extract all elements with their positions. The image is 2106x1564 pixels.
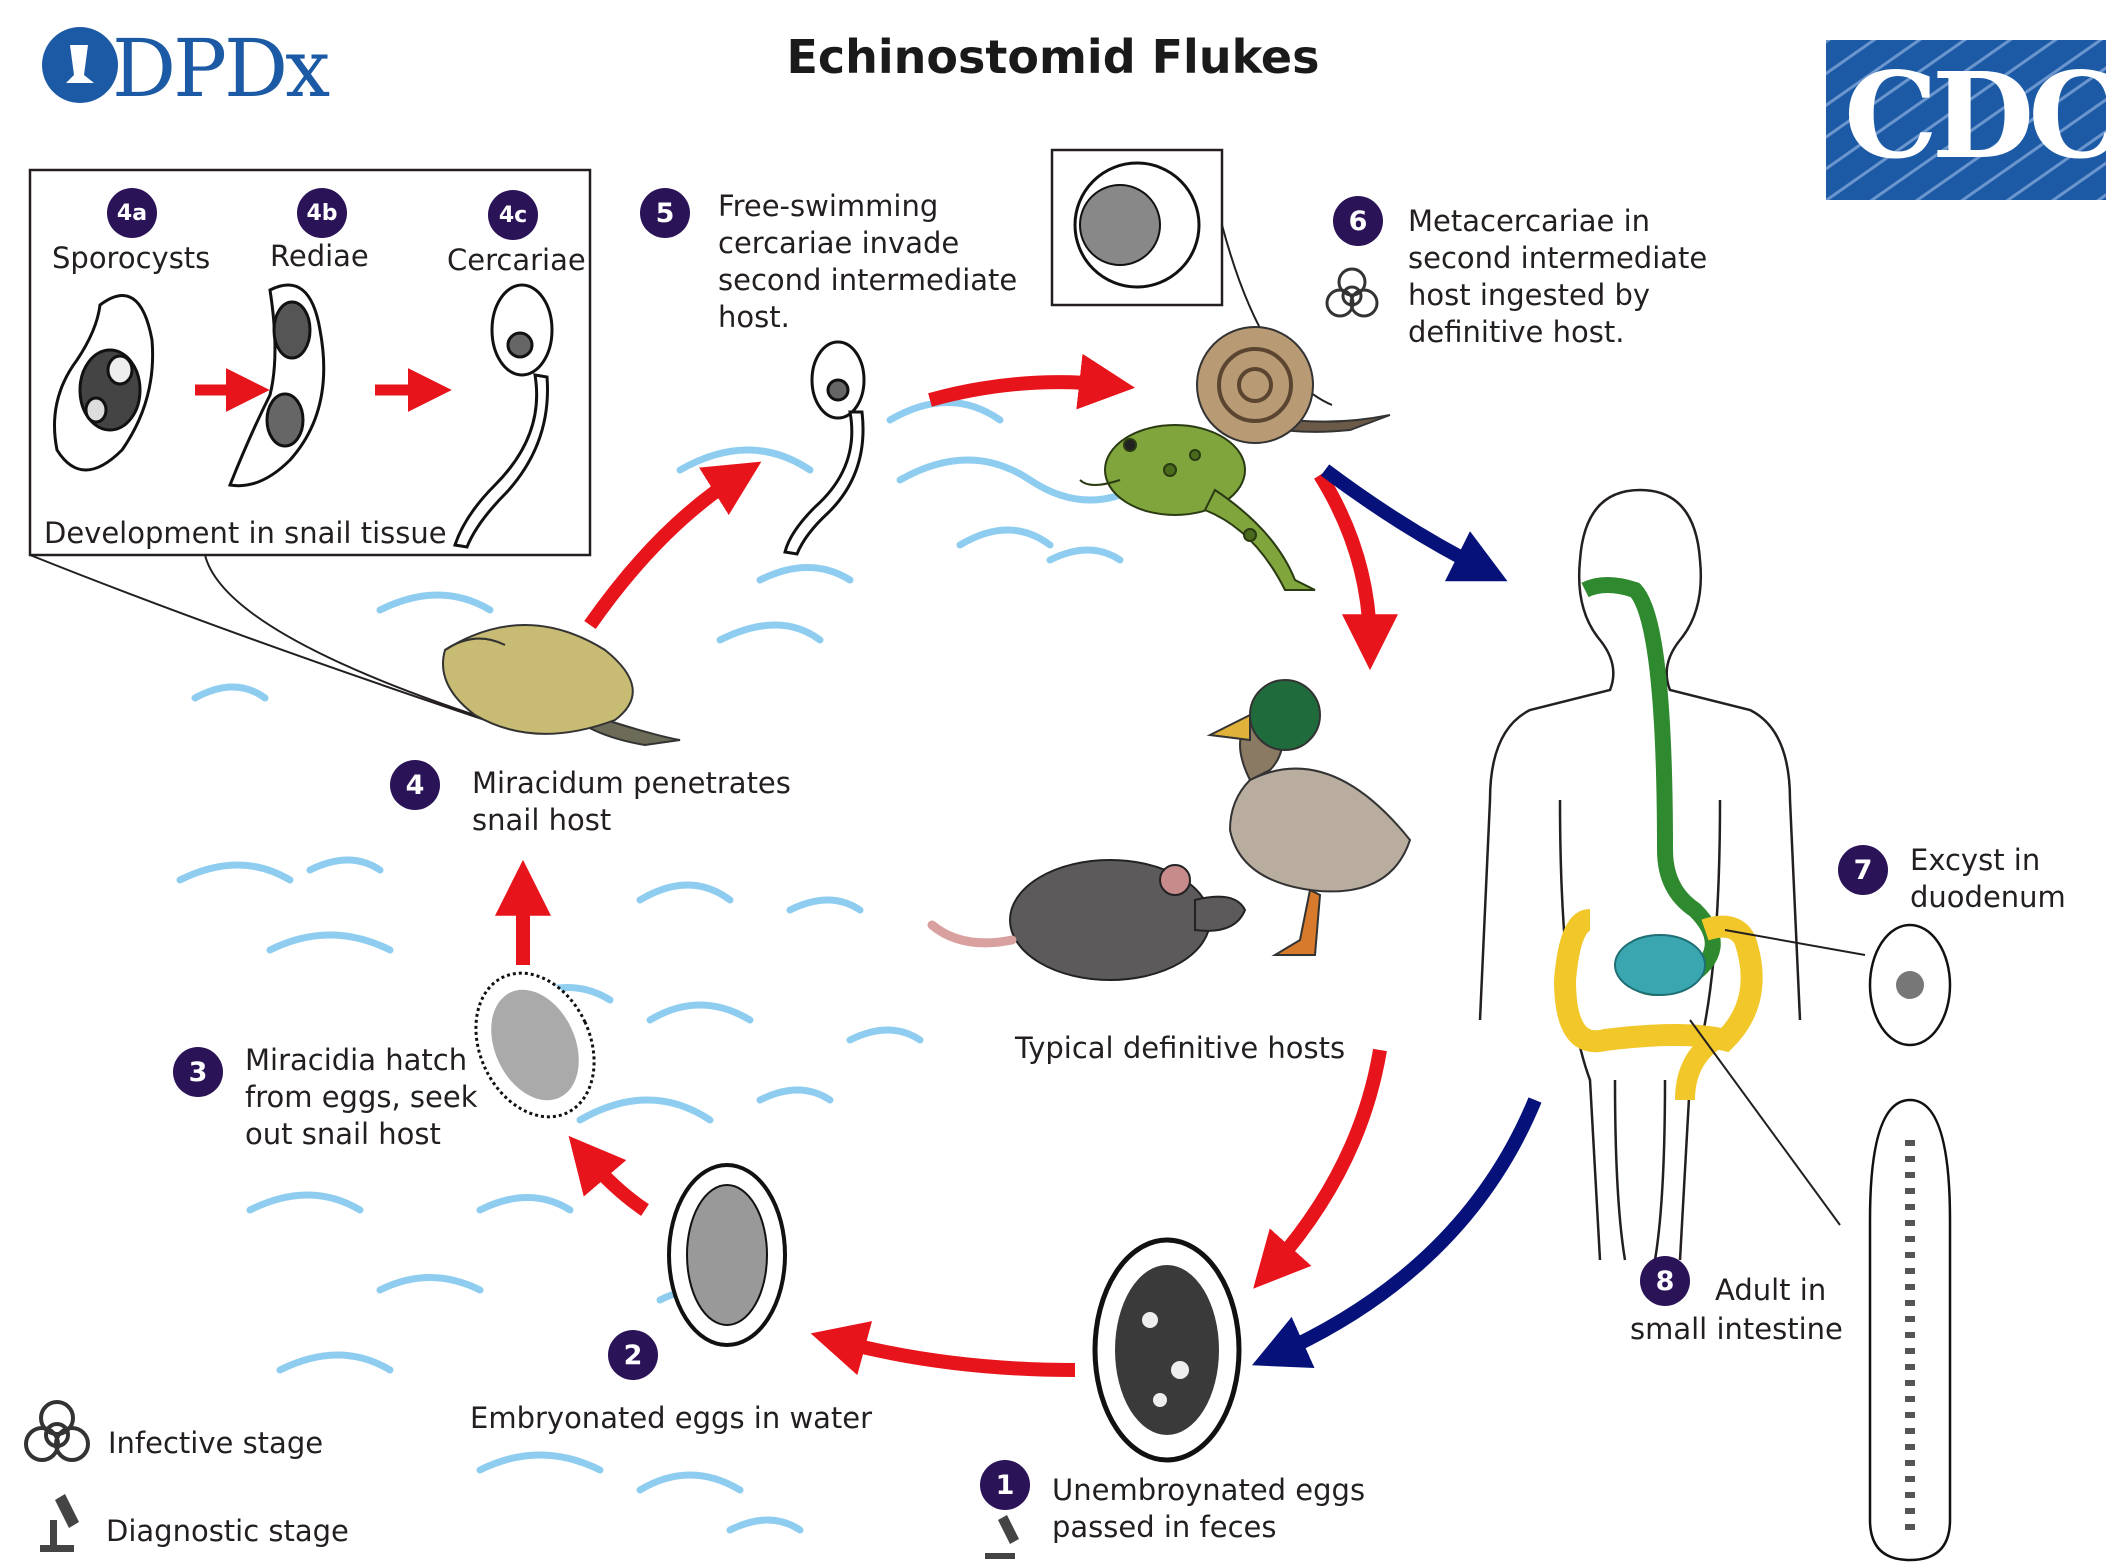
embryonated-egg-drawing [669, 1165, 785, 1345]
stage-6-line-2: second intermediate [1408, 240, 1707, 277]
stage-3-line-1: Miracidia hatch [245, 1042, 467, 1079]
excysting-fluke-detail [1896, 971, 1924, 999]
badge-1: 1 [980, 1460, 1030, 1510]
microscope-icon [40, 1494, 79, 1552]
metacercaria-body [1080, 185, 1160, 265]
badge-4b: 4b [297, 188, 347, 238]
digestive-tract [1565, 585, 1752, 1100]
stage-6-line-4: definitive host. [1408, 314, 1624, 351]
badge-4: 4 [390, 760, 440, 810]
adult-pointer-line [1690, 1020, 1840, 1225]
label-definitive-hosts: Typical definitive hosts [1015, 1030, 1345, 1067]
arrow-hosts-1 [1270, 1050, 1380, 1270]
stage-5-line-3: second intermediate [718, 262, 1017, 299]
stage-1-line-2: passed in feces [1052, 1509, 1276, 1546]
stage-4-line-1: Miracidum penetrates [472, 765, 791, 802]
biohazard-icon [26, 1402, 88, 1460]
page-title: Echinostomid Flukes [0, 30, 2106, 84]
biohazard-icon [1327, 269, 1377, 316]
arrow-5-6 [930, 382, 1110, 400]
stage-8-line-1: Adult in [1715, 1272, 1826, 1309]
badge-4c: 4c [488, 190, 538, 240]
legend-infective: Infective stage [108, 1425, 323, 1462]
arrow-4-5 [590, 475, 740, 625]
second-snail-drawing [1197, 327, 1390, 443]
badge-6: 6 [1333, 196, 1383, 246]
arrow-human-1 [1275, 1100, 1535, 1355]
label-snail-tissue: Development in snail tissue [44, 515, 447, 552]
frog-drawing [1080, 425, 1315, 590]
badge-7: 7 [1838, 845, 1888, 895]
label-sporocysts: Sporocysts [52, 240, 210, 277]
stage-5-line-1: Free-swimming [718, 188, 938, 225]
badge-3: 3 [173, 1047, 223, 1097]
stage-5-line-4: host. [718, 299, 790, 336]
stage-6-line-3: host ingested by [1408, 277, 1650, 314]
cdc-logo-text: CDC [1844, 46, 2106, 185]
stage-6-line-1: Metacercariae in [1408, 203, 1650, 240]
microscope-icon [985, 1515, 1019, 1559]
arrow-2-3 [585, 1155, 645, 1210]
unembryonated-egg-drawing [1095, 1240, 1239, 1460]
badge-4a: 4a [107, 188, 157, 238]
arrow-1-2 [835, 1340, 1075, 1370]
label-cercariae: Cercariae [447, 242, 586, 279]
snail-host-drawing [443, 625, 680, 745]
stage-3-line-3: out snail host [245, 1116, 441, 1153]
stage-7-line-1: Excyst in [1910, 842, 2040, 879]
free-cercaria-drawing [785, 342, 864, 554]
badge-5: 5 [640, 188, 690, 238]
stage-7-line-2: duodenum [1910, 879, 2066, 916]
badge-8: 8 [1640, 1256, 1690, 1306]
adult-fluke-drawing [1870, 1100, 1950, 1560]
stage-1-line-1: Unembroynated eggs [1052, 1472, 1365, 1509]
label-rediae: Rediae [270, 238, 369, 275]
stage-4-line-2: snail host [472, 802, 611, 839]
stage-3-line-2: from eggs, seek [245, 1079, 478, 1116]
badge-2: 2 [608, 1330, 658, 1380]
stage-8-line-2: small intestine [1630, 1311, 1843, 1348]
legend-diagnostic: Diagnostic stage [106, 1513, 349, 1550]
stage-2-line-1: Embryonated eggs in water [470, 1400, 872, 1437]
stage-5-line-2: cercariae invade [718, 225, 959, 262]
rat-drawing [932, 860, 1245, 980]
cdc-logo: CDC [1826, 40, 2106, 200]
